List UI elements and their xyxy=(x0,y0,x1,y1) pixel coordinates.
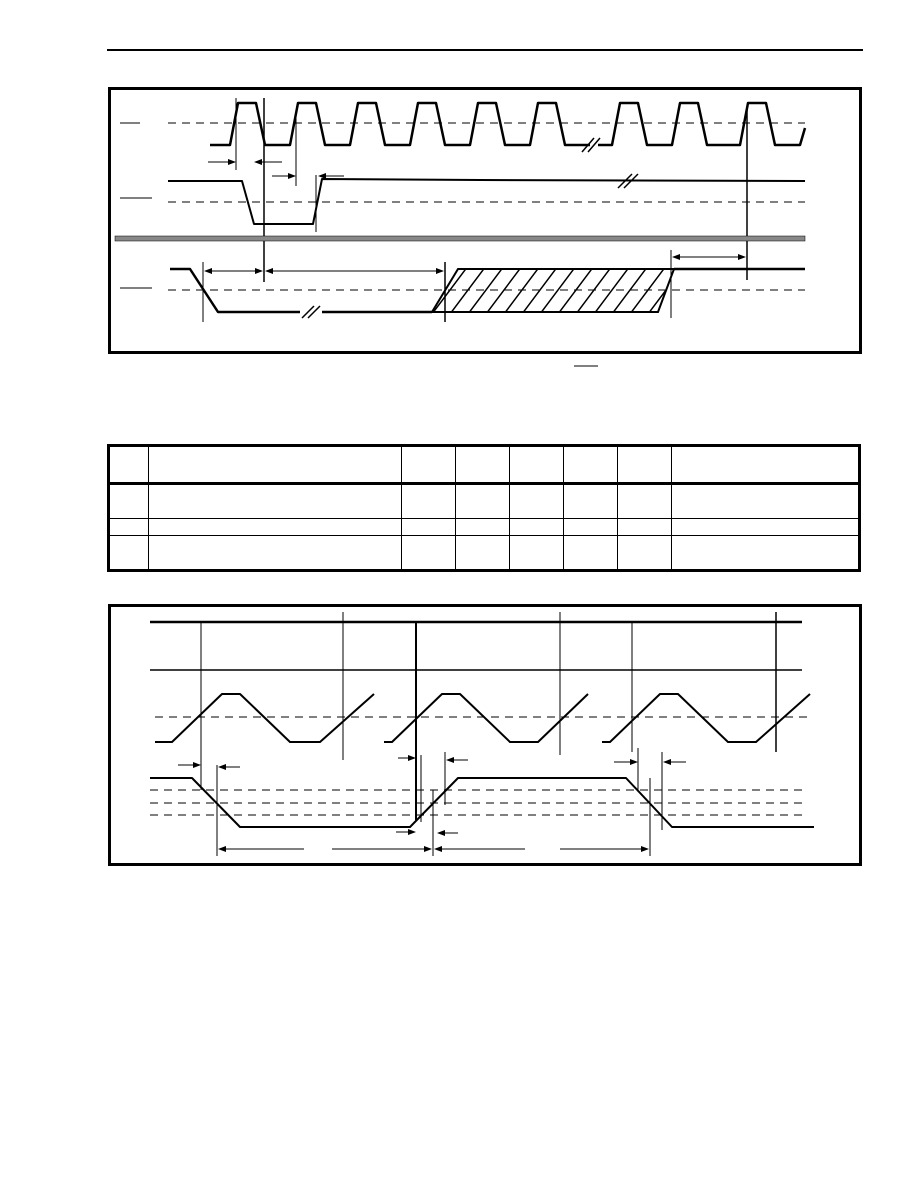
table-row xyxy=(108,535,860,571)
timing-diagram-1 xyxy=(108,87,862,354)
table-cell xyxy=(148,483,402,519)
data-break-mark xyxy=(301,305,321,319)
parameter-table xyxy=(107,444,861,572)
delay-arrow-5-head xyxy=(408,829,416,835)
table-header-cell xyxy=(148,445,402,485)
table-cell xyxy=(455,535,510,571)
clock-waveform-2 xyxy=(384,693,589,743)
header-rule xyxy=(107,49,863,51)
table-cell xyxy=(563,535,618,571)
clock-waveform-after-break xyxy=(598,101,807,147)
delay-arrow-7-head xyxy=(630,759,638,765)
clock-waveform-1 xyxy=(155,693,375,743)
table-header-cell xyxy=(401,445,456,485)
timing-diagram-2 xyxy=(108,604,862,866)
table-header-cell xyxy=(108,445,149,485)
data-transition-hatching xyxy=(432,269,674,312)
table-cell xyxy=(108,483,149,519)
delay-arrow-4-head xyxy=(446,757,454,763)
table-cell xyxy=(671,535,860,571)
timing-arrow-4-head xyxy=(318,173,326,179)
output-waveform xyxy=(150,777,814,828)
clock-break-mark xyxy=(581,137,601,153)
data-timing-arrow-1-head-left xyxy=(204,268,212,274)
table-cell xyxy=(401,535,456,571)
timing-arrow-1-head xyxy=(228,159,236,165)
period-arrow-2-head-left xyxy=(434,846,442,852)
delay-arrow-6-head xyxy=(437,830,445,836)
table-cell xyxy=(148,535,402,571)
data-timing-arrow-3-head-right xyxy=(738,254,746,260)
clock-waveform xyxy=(210,101,590,147)
strobe-break-mark xyxy=(617,173,639,189)
timing-arrow-3-head xyxy=(288,173,296,179)
delay-arrow-3-head xyxy=(408,755,416,761)
delay-arrow-2-head xyxy=(218,764,226,770)
period-arrow-1-head-right xyxy=(424,846,432,852)
table-row xyxy=(108,517,860,537)
table-header-cell xyxy=(617,445,672,485)
table-row xyxy=(108,483,860,519)
table-cell xyxy=(671,517,860,537)
timing-arrow-2-head xyxy=(254,159,262,165)
data-timing-arrow-2-head-right xyxy=(436,268,444,274)
strobe-waveform xyxy=(168,178,806,225)
table-header-cell xyxy=(563,445,618,485)
clock-waveform-3 xyxy=(602,693,811,743)
table-header-cell xyxy=(509,445,564,485)
period-arrow-1-head-left xyxy=(218,846,226,852)
data-timing-arrow-1-head-right xyxy=(255,268,263,274)
delay-arrow-1-head xyxy=(193,762,201,768)
table-header-cell xyxy=(455,445,510,485)
table-cell xyxy=(509,535,564,571)
section-divider xyxy=(114,235,806,242)
data-timing-arrow-2-head-left xyxy=(265,268,273,274)
period-arrow-2-head-right xyxy=(641,846,649,852)
data-waveform xyxy=(170,267,300,314)
data-timing-arrow-3-head-left xyxy=(672,254,680,260)
delay-arrow-8-head xyxy=(663,759,671,765)
table-header-row xyxy=(108,445,860,485)
table-header-cell xyxy=(671,445,860,485)
